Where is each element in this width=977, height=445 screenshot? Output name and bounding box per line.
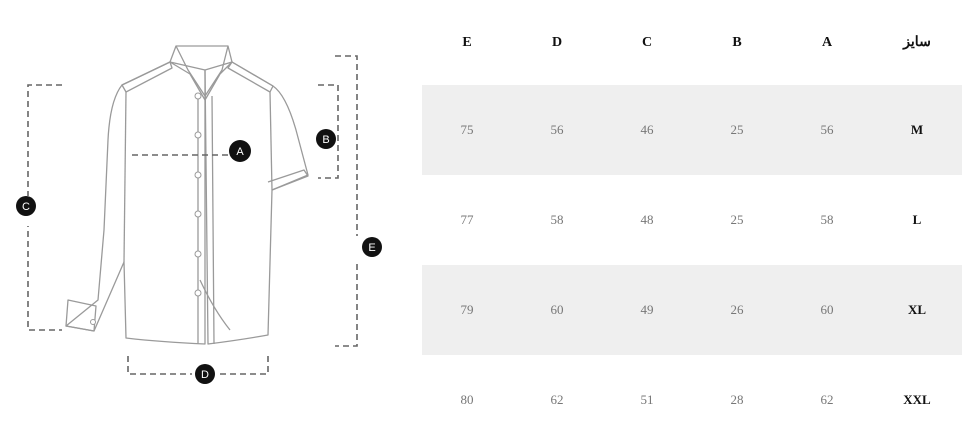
table-row: 79 60 49 26 60 XL <box>422 265 962 355</box>
cuff-button <box>90 319 96 325</box>
cell-a: 60 <box>782 265 872 355</box>
cell-a: 62 <box>820 392 834 407</box>
header-d: D <box>551 34 563 50</box>
cell-size: M <box>872 85 962 175</box>
right-cuff <box>267 169 309 191</box>
marker-c: C <box>16 196 36 226</box>
cell-d: 62 <box>550 392 564 407</box>
cell-size: L <box>912 212 922 227</box>
hem-curve <box>199 279 231 331</box>
cell-e: 77 <box>460 212 474 227</box>
button <box>194 210 202 218</box>
left-cuff <box>65 299 97 332</box>
table-row: 75 56 46 25 56 M <box>422 85 962 175</box>
cell-d: 60 <box>512 265 602 355</box>
header-size: سایز <box>903 35 931 50</box>
shirt-collar <box>169 45 233 101</box>
collar-band <box>175 45 229 97</box>
cell-size: XXL <box>903 392 931 407</box>
shirt-measurement-diagram: A B C D E <box>0 0 400 431</box>
shirt-body-left <box>65 61 206 345</box>
cell-c: 46 <box>602 85 692 175</box>
header-a: A <box>821 34 833 50</box>
header-e: E <box>462 34 472 50</box>
left-yoke <box>121 61 173 93</box>
button <box>194 131 202 139</box>
cell-c: 49 <box>602 265 692 355</box>
header-row: E D C B A سایز <box>422 0 962 85</box>
svg-text:C: C <box>22 201 30 213</box>
cell-b: 28 <box>730 392 744 407</box>
cell-d: 58 <box>550 212 564 227</box>
measure-e-line <box>335 55 358 347</box>
svg-text:E: E <box>368 242 375 254</box>
svg-text:B: B <box>322 134 329 146</box>
measurement-lines <box>27 55 358 375</box>
right-sleeve-seam <box>269 91 273 191</box>
size-table-body: 75 56 46 25 56 M 77 58 48 25 58 L 79 60 … <box>422 85 962 445</box>
shirt-diagram-svg: A B C D E <box>16 45 382 384</box>
cell-e: 80 <box>460 392 474 407</box>
marker-e: E <box>350 236 382 260</box>
svg-text:D: D <box>201 369 209 381</box>
measure-c-line <box>27 84 62 331</box>
button <box>194 250 202 258</box>
cell-a: 58 <box>820 212 834 227</box>
marker-d: D <box>192 364 218 384</box>
marker-a: A <box>229 140 251 162</box>
marker-b: B <box>316 129 336 149</box>
cell-size: XL <box>872 265 962 355</box>
cell-c: 51 <box>640 392 654 407</box>
cell-b: 25 <box>730 212 744 227</box>
button <box>194 171 202 179</box>
left-sleeve-seam <box>123 91 127 263</box>
cell-e: 79 <box>422 265 512 355</box>
header-b: B <box>732 34 742 50</box>
cell-c: 48 <box>640 212 654 227</box>
header-c: C <box>641 34 653 50</box>
cell-a: 56 <box>782 85 872 175</box>
svg-text:A: A <box>236 146 244 158</box>
cell-d: 56 <box>512 85 602 175</box>
measure-b-line <box>318 84 339 179</box>
shirt-body-right <box>204 61 309 345</box>
table-row: 80 62 51 28 62 XXL <box>422 355 962 445</box>
size-chart-table: E D C B A سایز 75 56 46 25 56 M 77 58 48… <box>422 0 962 445</box>
cell-e: 75 <box>422 85 512 175</box>
right-yoke <box>227 61 274 93</box>
size-table-header: E D C B A سایز <box>422 0 962 85</box>
table-row: 77 58 48 25 58 L <box>422 175 962 265</box>
cell-b: 26 <box>692 265 782 355</box>
button <box>194 92 202 100</box>
cell-b: 25 <box>692 85 782 175</box>
shirt-outline <box>65 45 309 345</box>
button <box>194 289 202 297</box>
shirt-buttons <box>90 92 202 325</box>
